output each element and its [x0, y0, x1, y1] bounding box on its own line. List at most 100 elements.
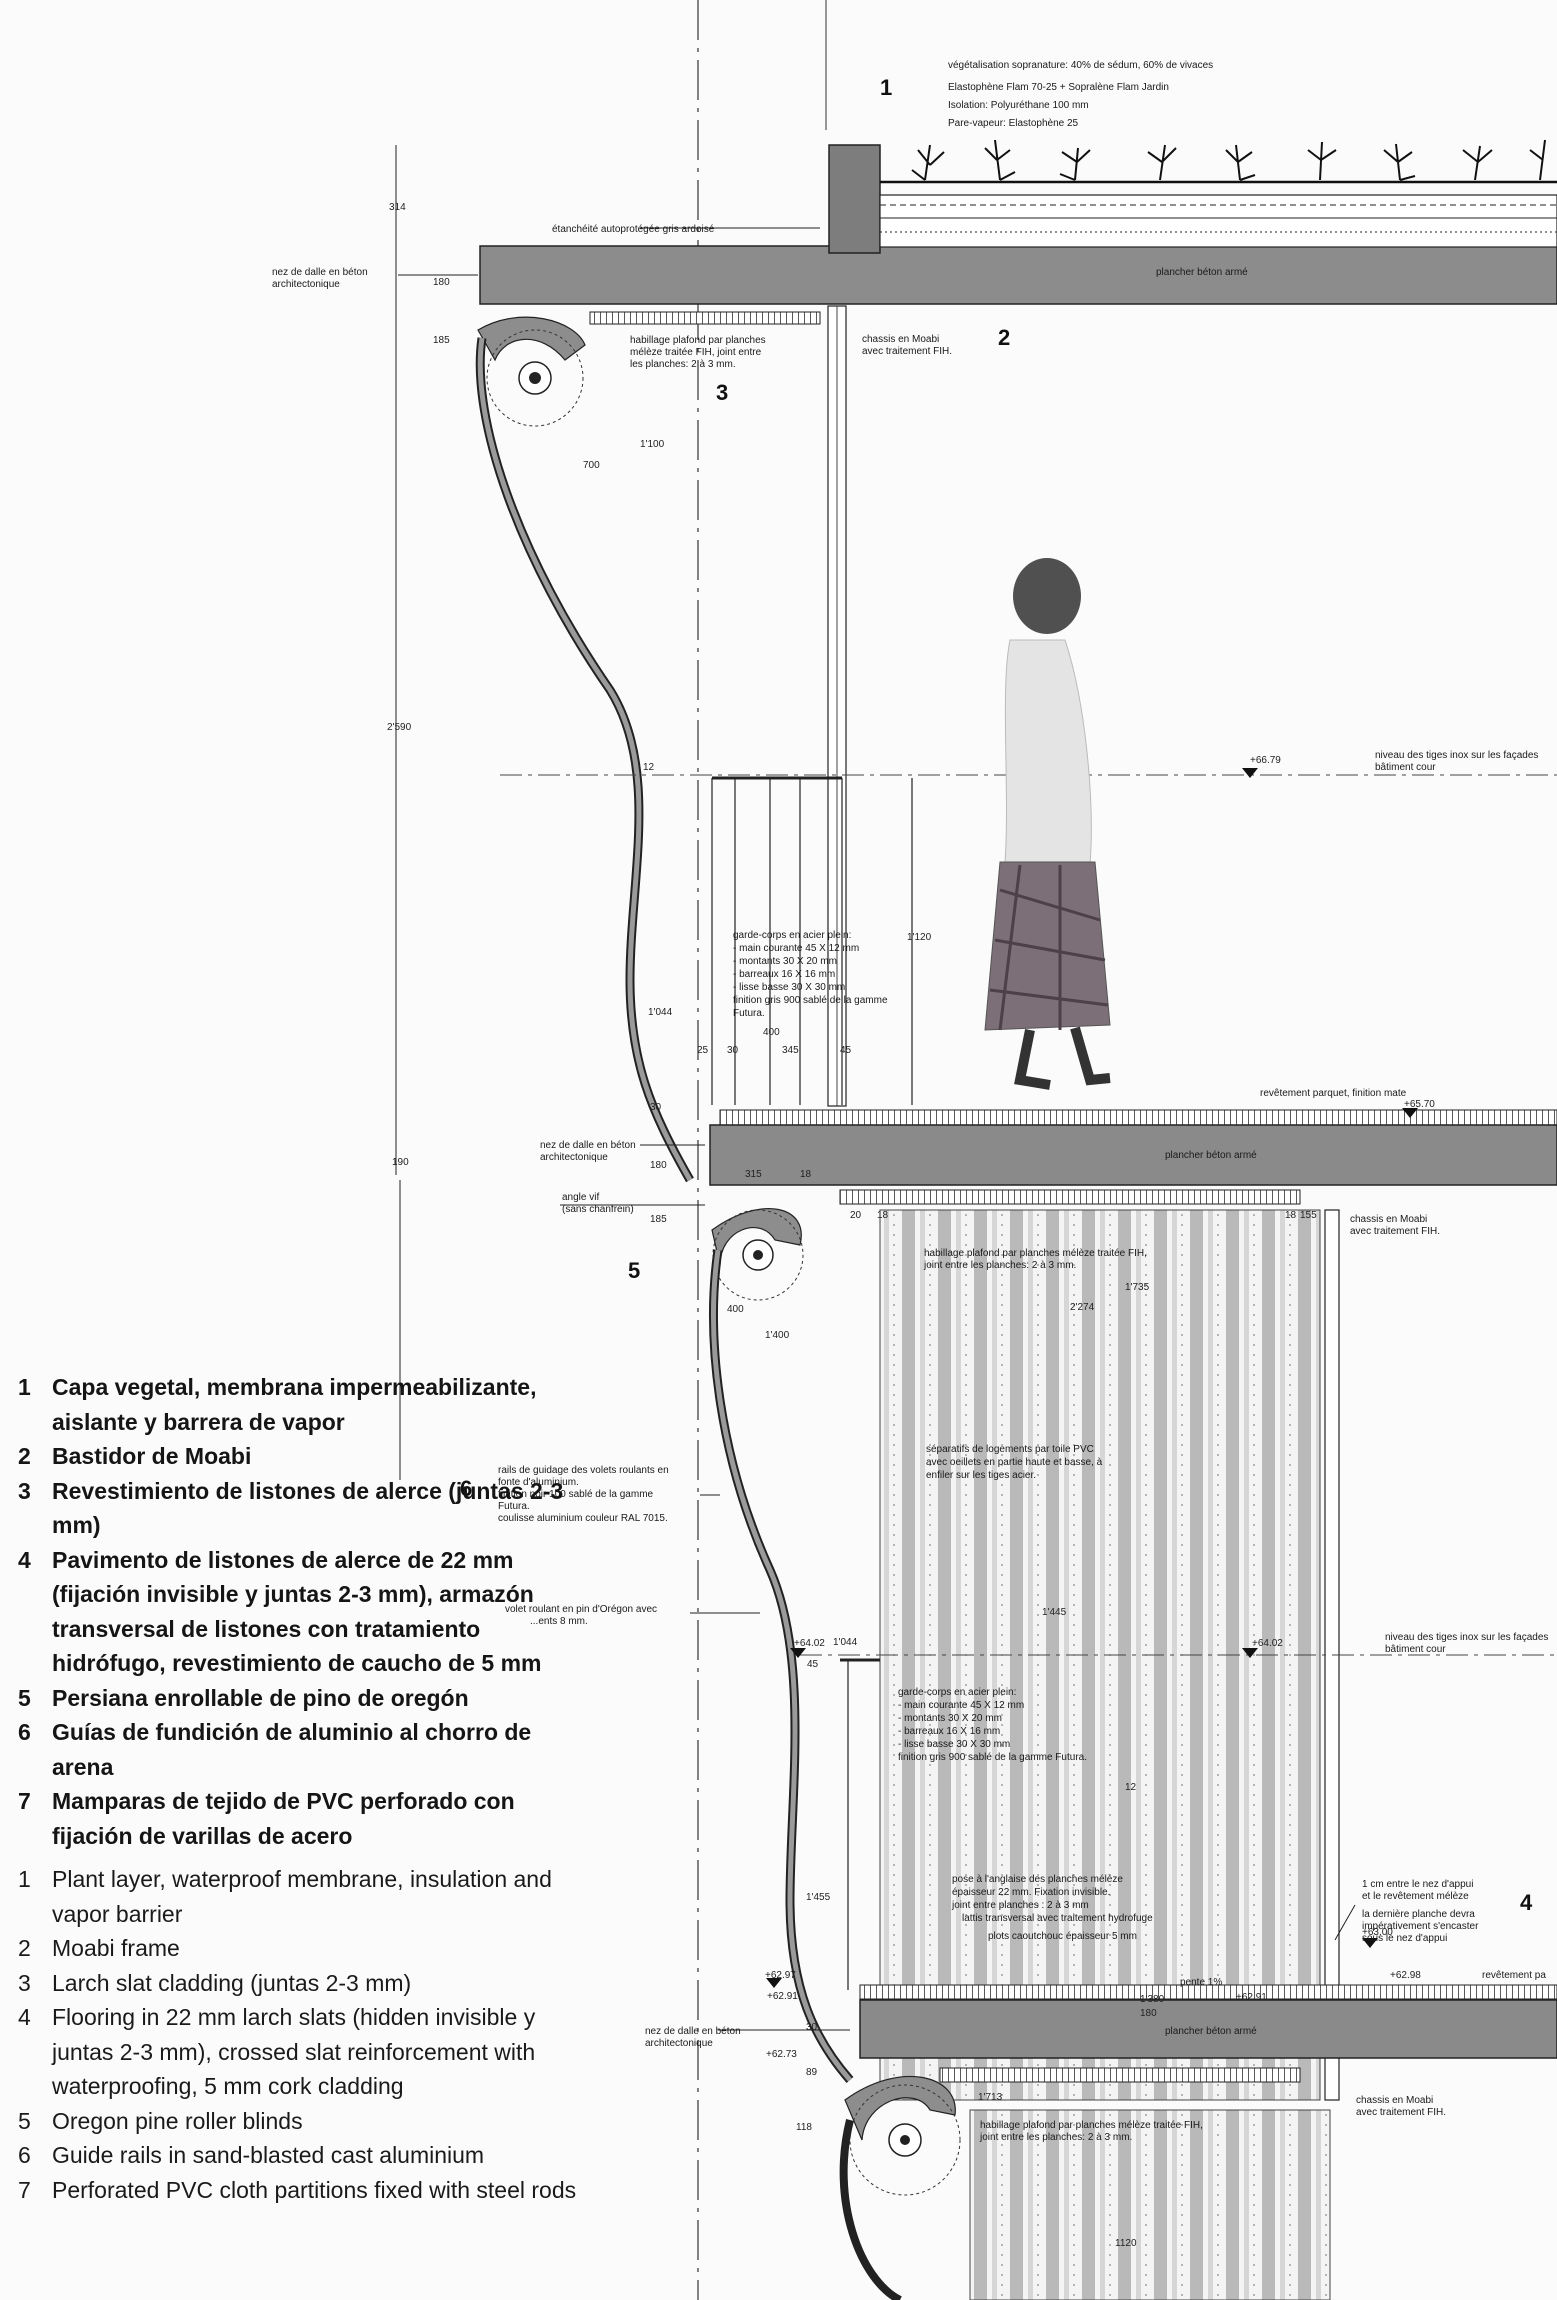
dimension: 89: [806, 2067, 818, 2078]
plant-icon: [984, 139, 1016, 181]
legend-number: 2: [18, 1443, 31, 1469]
dimension: 25: [697, 1045, 709, 1056]
dimension: 700: [583, 460, 600, 471]
dimension: 18: [877, 1210, 889, 1221]
plant-icon: [911, 144, 945, 181]
level-triangle: [790, 1648, 806, 1658]
dimension: 1'735: [1125, 1282, 1150, 1293]
person-figure: [984, 558, 1111, 1090]
legend-number: 7: [18, 1788, 31, 1814]
label-cm-note: impérativement s'encaster: [1362, 1921, 1479, 1932]
label-garde-corps: - barreaux 16 X 16 mm: [733, 969, 835, 980]
callout-number: 3: [716, 380, 728, 405]
legend-number: 1: [18, 1374, 31, 1400]
plant-icon: [1383, 143, 1416, 181]
label-rails: finition noir 100 sablé de la gamme: [498, 1489, 654, 1500]
ceiling-cladding: [939, 2067, 1301, 2083]
dimension: 1'380: [1140, 1994, 1165, 2005]
level-triangle: [1402, 1108, 1418, 1118]
dimension: 1'044: [833, 1637, 858, 1648]
label-habillage: joint entre les planches: 2 à 3 mm.: [923, 1260, 1076, 1271]
dimension: 30: [727, 1045, 739, 1056]
dimension: 1'100: [640, 439, 665, 450]
dimension: 18: [800, 1169, 812, 1180]
legend-number: 1: [18, 1866, 31, 1892]
plant-icon: [1307, 141, 1337, 181]
label-plancher: plancher béton armé: [1165, 1150, 1257, 1161]
label-angle-vif: (sans chanfrein): [562, 1204, 634, 1215]
floor-slab-middle: [709, 1109, 1557, 1205]
dimension: 180: [1140, 2008, 1157, 2019]
label-niveau: niveau des tiges inox sur les façades: [1385, 1632, 1548, 1643]
plant-icons: [911, 139, 1546, 181]
label-rails: coulisse aluminium couleur RAL 7015.: [498, 1513, 668, 1524]
legend-item: 2 Bastidor de Moabi: [18, 1439, 578, 1474]
plant-icon: [1225, 144, 1256, 181]
label-niveau: bâtiment cour: [1375, 762, 1436, 773]
dimension: 180: [650, 1160, 667, 1171]
label-cm-note: 1 cm entre le nez d'appui: [1362, 1879, 1473, 1890]
legend-item: 4 Pavimento de listones de alerce de 22 m…: [18, 1543, 578, 1681]
dimension: 12: [1125, 1782, 1137, 1793]
label-rails: fonte d'aluminium.: [498, 1477, 579, 1488]
legend-text: Pavimento de listones de alerce de 22 mm…: [52, 1546, 542, 1677]
dimension: 1'044: [648, 1007, 673, 1018]
legend-text: Perforated PVC cloth partitions fixed wi…: [52, 2176, 577, 2203]
label-habillage: habillage plafond par planches mélèze tr…: [980, 2120, 1203, 2131]
label-nez-dalle: nez de dalle en béton: [645, 2026, 741, 2037]
dimension: 1120: [1115, 2238, 1137, 2249]
dimension: 400: [727, 1304, 744, 1315]
legend-number: 4: [18, 1546, 31, 1573]
blind-roll: [486, 329, 584, 427]
roof-note: végétalisation sopranature: 40% de sédum…: [948, 60, 1213, 71]
dimension: 345: [782, 1045, 799, 1056]
plant-icon: [1529, 139, 1546, 181]
parapet-upstand: [828, 144, 881, 254]
legend-number: 6: [18, 1719, 31, 1745]
label-garde-corps: - main courante 45 X 12 mm: [733, 943, 859, 954]
label-cm-note: la dernière planche devra: [1362, 1909, 1475, 1920]
label-nez-dalle: nez de dalle en béton: [272, 267, 368, 278]
dimension: 180: [433, 277, 450, 288]
floor-cladding: [719, 1109, 1557, 1126]
label-plancher: plancher béton armé: [1165, 2026, 1257, 2037]
ceiling-cladding: [589, 311, 821, 325]
label-cm-note: sous le nez d'appui: [1362, 1933, 1447, 1944]
roof-note: Elastophène Flam 70-25 + Sopralène Flam …: [948, 82, 1169, 93]
level-value: +62.98: [1390, 1970, 1421, 1981]
dimension: 1'713: [978, 2092, 1003, 2103]
level-triangle: [1242, 1648, 1258, 1658]
level-triangle: [1242, 768, 1258, 778]
legend-number: 2: [18, 1935, 31, 1961]
balustrade-lower: [840, 1658, 880, 1990]
blind-roll: [849, 2084, 961, 2196]
label-chassis: chassis en Moabi: [862, 334, 939, 345]
label-pose: joint entre planches : 2 à 3 mm: [951, 1900, 1089, 1911]
dimension: 314: [389, 202, 406, 213]
level-value: +62.91: [767, 1991, 798, 2002]
dimension: 2'590: [387, 722, 412, 733]
legend-text: Larch slat cladding (juntas 2-3 mm): [52, 1969, 412, 1996]
sweater: [1004, 639, 1092, 866]
leader-lines: [398, 227, 1356, 2031]
plant-icon: [1059, 147, 1091, 181]
plant-icon: [1462, 145, 1493, 181]
dimension: 190: [392, 1157, 409, 1168]
label-garde-corps: - montants 30 X 20 mm: [733, 956, 837, 967]
legend-number: 3: [18, 1969, 31, 1996]
legend-text: Capa vegetal, membrana impermeabilizante…: [52, 1374, 537, 1435]
curved-fascia: [844, 2075, 956, 2141]
label-garde-corps: - lisse basse 30 X 30 mm: [898, 1739, 1010, 1750]
label-rails: rails de guidage des volets roulants en: [498, 1465, 669, 1476]
label-niveau: bâtiment cour: [1385, 1644, 1446, 1655]
label-revetement: revêtement pa: [1482, 1970, 1546, 1981]
legend-text: Bastidor de Moabi: [52, 1443, 252, 1469]
label-volet: ...ents 8 mm.: [530, 1616, 588, 1627]
curved-fascia: [711, 1208, 802, 1266]
